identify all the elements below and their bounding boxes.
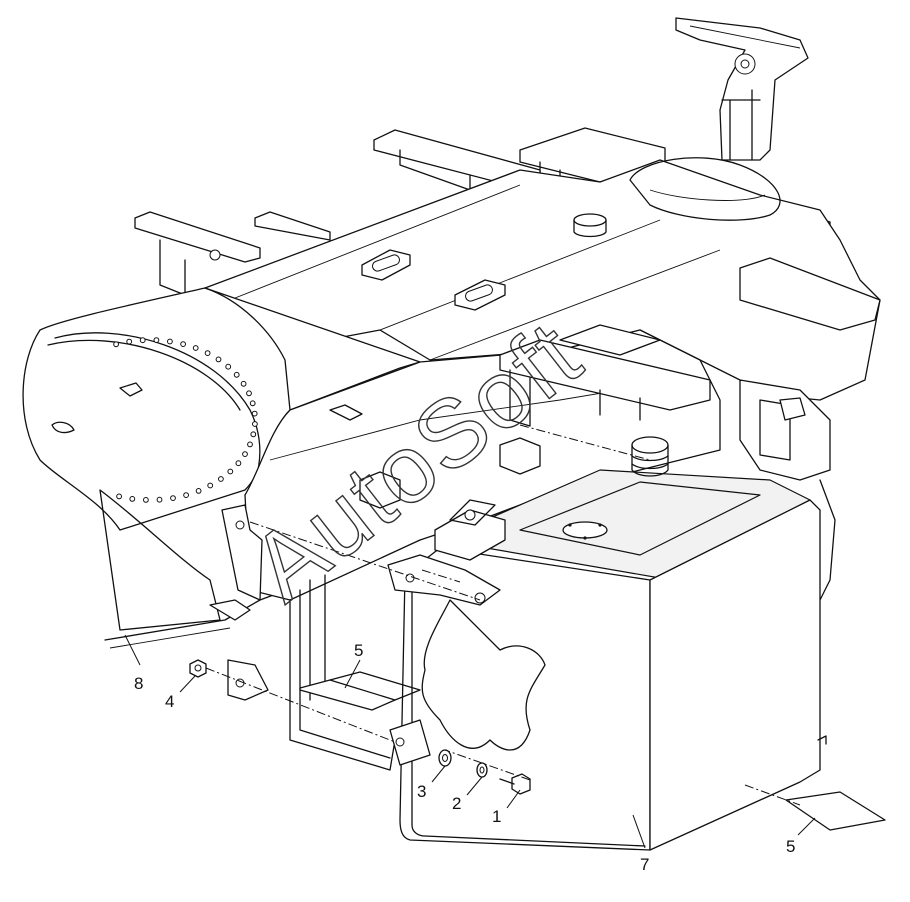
hydraulic-tank [387, 436, 827, 851]
callout-5-left: 5 [344, 641, 363, 689]
bolt-hole [252, 421, 258, 427]
callout-2: 2 [452, 776, 483, 813]
bolt-hole [180, 341, 187, 348]
bolt-hole [139, 337, 146, 344]
bolt-hole [192, 345, 199, 351]
fastener-bolt-1 [499, 773, 531, 795]
cross-beams [134, 211, 331, 296]
lower-housing [244, 329, 721, 771]
boom-mount-bracket [675, 17, 809, 161]
callout-label: 7 [640, 855, 649, 874]
callout-5-right: 5 [786, 817, 816, 856]
bolt-hole [242, 451, 248, 458]
upper-deck [204, 157, 881, 401]
assembly-centerlines [205, 521, 801, 806]
callout-3: 3 [417, 765, 446, 801]
callout-label: 1 [492, 807, 501, 826]
callout-label: 5 [786, 837, 795, 856]
bolt-hole [129, 496, 136, 502]
bolt-hole [233, 371, 240, 378]
bolt-circle [113, 337, 258, 503]
callout-label: 8 [134, 674, 143, 693]
callout-label: 2 [452, 794, 461, 813]
bolt-hole [215, 356, 222, 363]
bolt-hole [116, 493, 122, 500]
bolt-hole [240, 380, 247, 387]
bolt-hole [225, 363, 232, 370]
bolt-hole [183, 492, 190, 499]
shim-plate-right [785, 791, 886, 831]
bolt-hole [153, 337, 160, 344]
bolt-hole [113, 341, 119, 348]
fastener-washer-3 [438, 749, 452, 767]
shim-plate-left [299, 671, 421, 711]
bolt-hole [207, 482, 214, 489]
bolt-hole [227, 468, 234, 475]
bolt-hole [195, 488, 202, 494]
fastener-nut-4 [189, 659, 207, 678]
bolt-hole [246, 390, 252, 397]
deck-handles [361, 249, 506, 311]
bolt-hole [143, 497, 149, 503]
bolt-hole [218, 476, 224, 482]
callout-label: 5 [354, 641, 363, 660]
bolt-hole [126, 338, 133, 345]
left-mount-bracket [209, 504, 269, 701]
bolt-hole [204, 350, 211, 357]
bolt-hole [156, 496, 163, 503]
fastener-lockwasher-2 [476, 762, 488, 778]
callout-7: 7 [632, 814, 649, 874]
bolt-hole [249, 400, 256, 407]
bolt-hole [167, 338, 173, 345]
callout-label: 3 [417, 782, 426, 801]
bolt-hole [247, 441, 253, 448]
bolt-hole [235, 460, 242, 467]
callout-label: 4 [165, 692, 174, 711]
callout-4: 4 [165, 675, 196, 711]
tank-support-frame [499, 324, 711, 461]
bolt-hole [170, 495, 176, 502]
callout-8: 8 [124, 634, 143, 693]
callout-1: 1 [492, 789, 521, 826]
bolt-hole [251, 410, 258, 417]
bolt-hole [250, 431, 257, 438]
